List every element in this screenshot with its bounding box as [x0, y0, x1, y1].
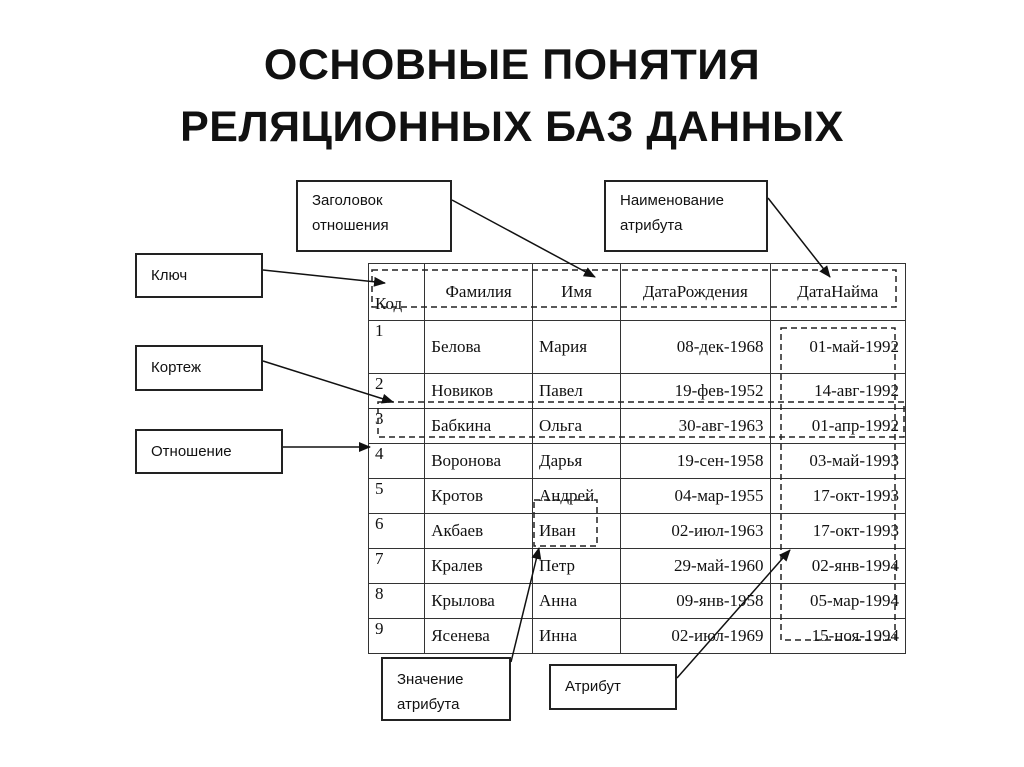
callout-attribute: Атрибут: [549, 664, 677, 710]
cell-hire-date: 01-май-1992: [769, 320, 907, 374]
tuple-dashed-frame: [377, 401, 905, 438]
cell-birth-date: 29-май-1960: [620, 548, 771, 584]
attribute-dashed-frame: [780, 327, 896, 641]
cell-name: Ольга: [532, 408, 622, 444]
column-header-code: Код: [367, 263, 426, 321]
cell-birth-date: 02-июл-1963: [620, 513, 771, 549]
header-dashed-frame: [371, 269, 897, 308]
callout-relation-header-line2: отношения: [312, 217, 389, 234]
callout-attribute-name: Наименование атрибута: [604, 180, 768, 252]
cell-hire-date: 15-ноя-1994: [769, 618, 907, 654]
cell-surname: Акбаев: [424, 513, 534, 549]
callout-attribute-name-line1: Наименование: [620, 192, 724, 209]
column-header-name: Имя: [532, 263, 622, 321]
callout-attribute-value-line2: атрибута: [397, 696, 460, 713]
value-dashed-frame: [533, 499, 598, 547]
callout-tuple: Кортеж: [135, 345, 263, 391]
cell-surname: Новиков: [424, 373, 534, 409]
cell-hire-date: 02-янв-1994: [769, 548, 907, 584]
table-header-row: Код Фамилия Имя ДатаРождения ДатаНайма: [367, 263, 907, 321]
cell-birth-date: 02-июл-1969: [620, 618, 771, 654]
column-header-birth-date: ДатаРождения: [620, 263, 771, 321]
callout-attribute-label: Атрибут: [565, 678, 621, 695]
arrow-attribute-name: [767, 197, 831, 278]
cell-birth-date: 30-авг-1963: [620, 408, 771, 444]
arrow-relation-header: [451, 199, 596, 278]
callout-relation-header-line1: Заголовок: [312, 192, 383, 209]
title-line-1: ОСНОВНЫЕ ПОНЯТИЯ: [263, 41, 761, 89]
arrow-key: [262, 269, 386, 287]
cell-name: Дарья: [532, 443, 622, 479]
cell-name: Анна: [532, 583, 622, 619]
cell-code: 9: [367, 618, 426, 654]
callout-key-label: Ключ: [151, 267, 188, 284]
cell-surname: Кротов: [424, 478, 534, 514]
callout-key: Ключ: [135, 253, 263, 298]
arrow-attribute-value: [510, 547, 542, 663]
cell-code: 4: [367, 443, 426, 479]
cell-name: Иван: [532, 513, 622, 549]
cell-surname: Крылова: [424, 583, 534, 619]
cell-surname: Бабкина: [424, 408, 534, 444]
cell-name: Андрей: [532, 478, 622, 514]
cell-hire-date: 05-мар-1994: [769, 583, 907, 619]
arrow-attribute: [676, 549, 791, 679]
column-header-surname: Фамилия: [424, 263, 534, 321]
cell-hire-date: 01-апр-1992: [769, 408, 907, 444]
cell-name: Мария: [532, 320, 622, 374]
callout-tuple-label: Кортеж: [151, 359, 202, 376]
cell-surname: Ясенева: [424, 618, 534, 654]
cell-code: 8: [367, 583, 426, 619]
cell-surname: Белова: [424, 320, 534, 374]
cell-name: Петр: [532, 548, 622, 584]
cell-code: 1: [367, 320, 426, 374]
callout-attribute-value-line1: Значение: [397, 671, 464, 688]
column-header-hire-date: ДатаНайма: [769, 263, 907, 321]
callout-relation-label: Отношение: [151, 443, 232, 460]
title-line-2: РЕЛЯЦИОННЫХ БАЗ ДАННЫХ: [180, 103, 844, 151]
page-title: ОСНОВНЫЕ ПОНЯТИЯ РЕЛЯЦИОННЫХ БАЗ ДАННЫХ: [0, 34, 1024, 158]
callout-attribute-value: Значение атрибута: [381, 657, 511, 721]
callout-relation-header: Заголовок отношения: [296, 180, 452, 252]
cell-name: Инна: [532, 618, 622, 654]
cell-hire-date: 14-авг-1992: [769, 373, 907, 409]
cell-hire-date: 17-окт-1993: [769, 478, 907, 514]
callout-attribute-name-line2: атрибута: [620, 217, 683, 234]
relation-table: Код Фамилия Имя ДатаРождения ДатаНайма 1…: [367, 263, 907, 654]
callout-relation: Отношение: [135, 429, 283, 474]
arrow-tuple: [262, 360, 394, 404]
cell-code: 5: [367, 478, 426, 514]
